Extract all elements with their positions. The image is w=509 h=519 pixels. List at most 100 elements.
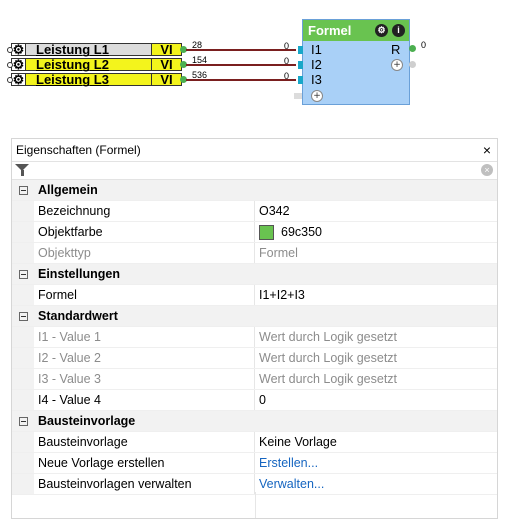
collapse-icon[interactable] xyxy=(18,185,28,195)
property-key: Formel xyxy=(34,285,255,305)
property-value: Wert durch Logik gesetzt xyxy=(259,372,398,386)
property-key: Objekttyp xyxy=(34,243,255,263)
category-bausteinvorlage[interactable]: Bausteinvorlage xyxy=(12,411,497,432)
category-label: Standardwert xyxy=(38,309,118,323)
input-unit: VI xyxy=(151,58,181,71)
create-template-link[interactable]: Erstellen... xyxy=(259,456,319,470)
input-port-i1[interactable] xyxy=(298,46,303,54)
gear-icon[interactable]: ⚙ xyxy=(7,42,26,57)
input-port-i3[interactable] xyxy=(298,76,303,84)
category-label: Bausteinvorlage xyxy=(38,414,136,428)
collapse-icon[interactable] xyxy=(18,416,28,426)
category-allgemein[interactable]: Allgemein xyxy=(12,180,497,201)
property-key: Bezeichnung xyxy=(34,201,255,221)
port-label-i1: I1 xyxy=(311,42,322,57)
wire-value: 28 xyxy=(192,40,203,50)
property-row-i4[interactable]: I4 - Value 4 0 xyxy=(12,390,497,411)
info-icon[interactable]: i xyxy=(392,24,405,37)
panel-title: Eigenschaften (Formel) xyxy=(16,143,141,157)
output-value: 0 xyxy=(421,40,427,50)
property-value[interactable]: Keine Vorlage xyxy=(259,435,337,449)
property-key: Bausteinvorlagen verwalten xyxy=(34,474,255,494)
category-label: Einstellungen xyxy=(38,267,120,281)
input-name: Leistung L2 xyxy=(26,58,151,71)
property-key: I1 - Value 1 xyxy=(34,327,255,347)
gear-icon[interactable]: ⚙ xyxy=(7,57,26,72)
clear-filter-icon[interactable]: × xyxy=(481,164,493,176)
panel-header: Eigenschaften (Formel) × xyxy=(12,139,497,161)
property-key: I4 - Value 4 xyxy=(34,390,255,410)
input-block-leistung-l2[interactable]: ⚙ Leistung L2 VI xyxy=(7,57,182,72)
port-label-i2: I2 xyxy=(311,57,322,72)
input-name: Leistung L3 xyxy=(26,73,151,86)
connection-wire[interactable] xyxy=(186,64,296,66)
property-value: Wert durch Logik gesetzt xyxy=(259,351,398,365)
property-key: Objektfarbe xyxy=(34,222,255,242)
property-row-objektfarbe[interactable]: Objektfarbe 69c350 xyxy=(12,222,497,243)
property-key: Neue Vorlage erstellen xyxy=(34,453,255,473)
property-value: Wert durch Logik gesetzt xyxy=(259,330,398,344)
add-input-icon[interactable]: + xyxy=(311,90,323,102)
category-standardwert[interactable]: Standardwert xyxy=(12,306,497,327)
gear-icon[interactable]: ⚙ xyxy=(7,72,26,87)
add-output-icon[interactable]: + xyxy=(391,59,403,71)
collapse-icon[interactable] xyxy=(18,269,28,279)
property-grid: Allgemein Bezeichnung O342 Objektfarbe 6… xyxy=(12,180,497,495)
collapse-icon[interactable] xyxy=(18,311,28,321)
property-value: Formel xyxy=(259,246,298,260)
properties-panel: Eigenschaften (Formel) × × Allgemein Bez… xyxy=(11,138,498,519)
formel-output-port[interactable] xyxy=(409,45,416,52)
property-row-i2: I2 - Value 2 Wert durch Logik gesetzt xyxy=(12,348,497,369)
input-unit: VI xyxy=(151,43,181,56)
port-value: 0 xyxy=(284,41,290,51)
input-name: Leistung L1 xyxy=(26,43,151,56)
property-key: Bausteinvorlage xyxy=(34,432,255,452)
manage-templates-link[interactable]: Verwalten... xyxy=(259,477,325,491)
unused-input-port[interactable] xyxy=(294,93,302,99)
formel-output-port-empty[interactable] xyxy=(409,61,416,68)
close-icon[interactable]: × xyxy=(482,142,491,158)
port-value: 0 xyxy=(284,56,290,66)
property-key: I3 - Value 3 xyxy=(34,369,255,389)
filter-icon xyxy=(15,164,29,176)
property-value[interactable]: 69c350 xyxy=(255,222,497,242)
formel-block-title: Formel xyxy=(308,23,352,38)
property-row-i3: I3 - Value 3 Wert durch Logik gesetzt xyxy=(12,369,497,390)
input-block-leistung-l1[interactable]: ⚙ Leistung L1 VI xyxy=(7,42,182,57)
property-row-bausteinvorlage[interactable]: Bausteinvorlage Keine Vorlage xyxy=(12,432,497,453)
property-row-bezeichnung[interactable]: Bezeichnung O342 xyxy=(12,201,497,222)
color-value: 69c350 xyxy=(281,225,323,239)
logic-diagram: ⚙ Leistung L1 VI 28 0 ⚙ Leistung L2 VI 1… xyxy=(0,0,509,125)
property-row-i1: I1 - Value 1 Wert durch Logik gesetzt xyxy=(12,327,497,348)
property-row-neue-vorlage[interactable]: Neue Vorlage erstellen Erstellen... xyxy=(12,453,497,474)
empty-grid-area xyxy=(12,492,497,518)
property-value[interactable]: O342 xyxy=(259,204,290,218)
input-port-i2[interactable] xyxy=(298,61,303,69)
property-row-objekttyp: Objekttyp Formel xyxy=(12,243,497,264)
category-label: Allgemein xyxy=(38,183,98,197)
wire-value: 154 xyxy=(192,55,208,65)
property-row-formel[interactable]: Formel I1+I2+I3 xyxy=(12,285,497,306)
property-row-vorlagen-verwalten[interactable]: Bausteinvorlagen verwalten Verwalten... xyxy=(12,474,497,495)
port-value: 0 xyxy=(284,71,290,81)
property-value[interactable]: I1+I2+I3 xyxy=(259,288,305,302)
gear-icon[interactable]: ⚙ xyxy=(375,24,388,37)
output-port[interactable] xyxy=(180,61,187,68)
connection-wire[interactable] xyxy=(186,79,296,81)
output-port[interactable] xyxy=(180,76,187,83)
color-swatch[interactable] xyxy=(259,224,274,240)
category-einstellungen[interactable]: Einstellungen xyxy=(12,264,497,285)
output-label-r: R xyxy=(391,42,401,57)
wire-value: 536 xyxy=(192,70,208,80)
connection-wire[interactable] xyxy=(186,49,296,51)
property-value[interactable]: 0 xyxy=(259,393,266,407)
property-key: I2 - Value 2 xyxy=(34,348,255,368)
output-port[interactable] xyxy=(180,46,187,53)
input-block-leistung-l3[interactable]: ⚙ Leistung L3 VI xyxy=(7,72,182,87)
input-unit: VI xyxy=(151,73,181,86)
formel-block-header[interactable]: Formel ⚙ i xyxy=(303,20,409,41)
filter-bar: × xyxy=(12,161,497,180)
formel-block[interactable]: Formel ⚙ i I1 I2 I3 + R + xyxy=(298,19,410,105)
filter-input[interactable] xyxy=(32,162,476,179)
port-label-i3: I3 xyxy=(311,72,322,87)
